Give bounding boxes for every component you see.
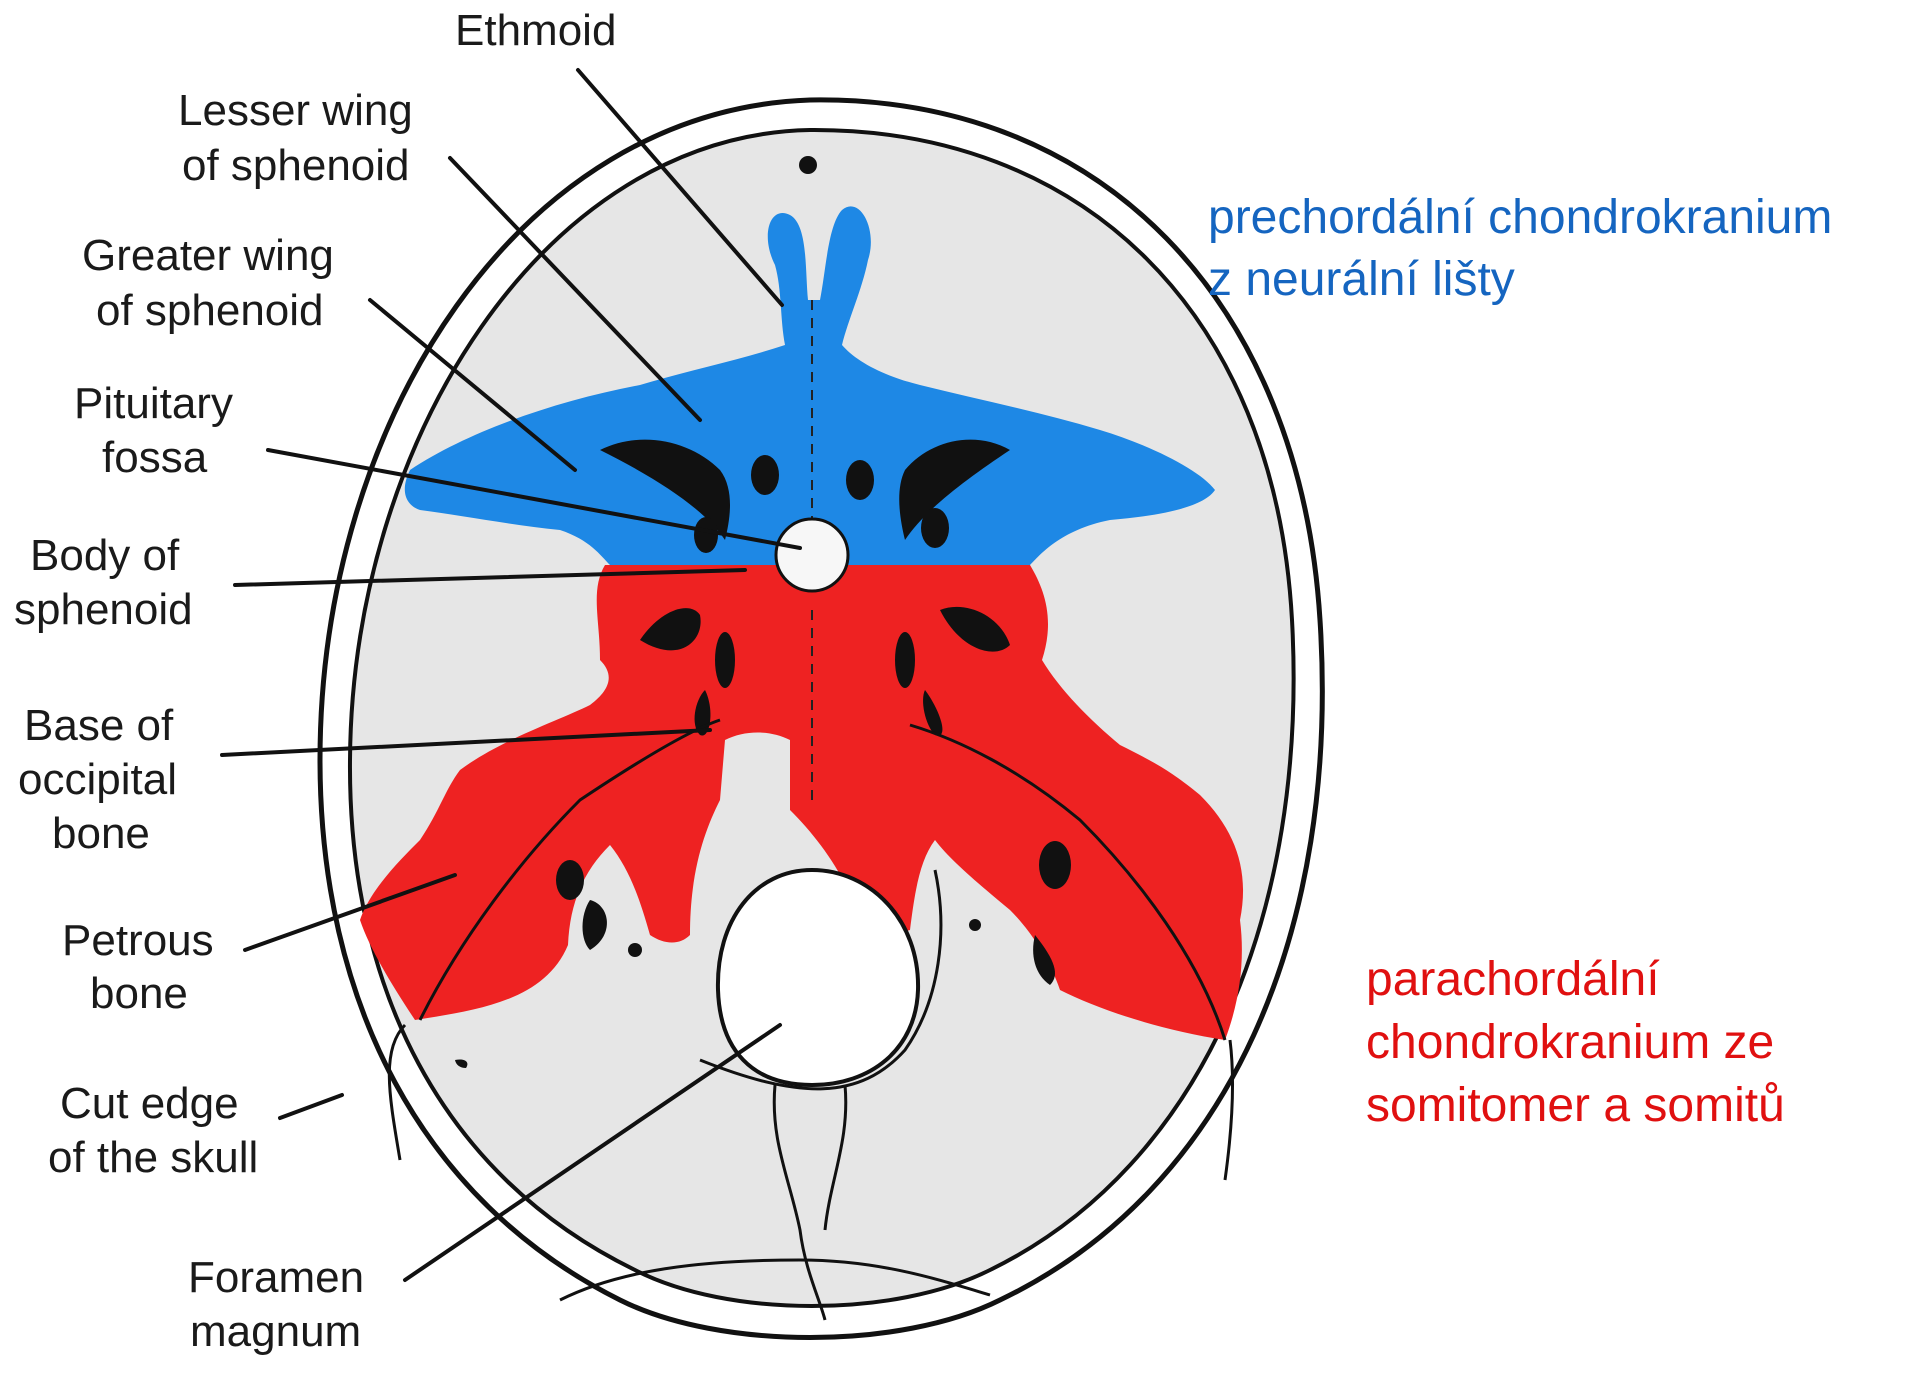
label-base-occipital-line1: Base of [24,701,174,750]
label-base-occipital-line3: bone [52,809,150,858]
pituitary-fossa-shape [776,519,848,591]
label-petrous-line1: Petrous [62,916,214,965]
label-body-sphenoid-line1: Body of [30,531,180,580]
label-pituitary-line1: Pituitary [74,379,233,428]
label-foramen-line2: magnum [190,1307,361,1356]
foramen-magnum-shape [718,870,918,1085]
label-greater-wing-line2: of sphenoid [96,286,324,335]
label-petrous-line2: bone [90,969,188,1018]
note-prechordal-line2: z neurální lišty [1208,253,1515,306]
label-lesser-wing-line1: Lesser wing [178,86,413,135]
label-base-occipital-line2: occipital [18,755,177,804]
label-cut-edge-line1: Cut edge [60,1079,239,1128]
label-pituitary-line2: fossa [102,433,208,482]
label-greater-wing-line1: Greater wing [82,231,334,280]
note-parachordal-line2: chondrokranium ze [1366,1016,1774,1069]
label-cut-edge-line2: of the skull [48,1133,258,1182]
note-parachordal-line3: somitomer a somitů [1366,1079,1785,1132]
label-lesser-wing-line2: of sphenoid [182,141,410,190]
note-parachordal-line1: parachordální [1366,953,1660,1006]
label-body-sphenoid-line2: sphenoid [14,585,193,634]
note-prechordal-line1: prechordální chondrokranium [1208,191,1832,244]
label-ethmoid: Ethmoid [455,6,616,55]
label-foramen-line1: Foramen [188,1253,364,1302]
